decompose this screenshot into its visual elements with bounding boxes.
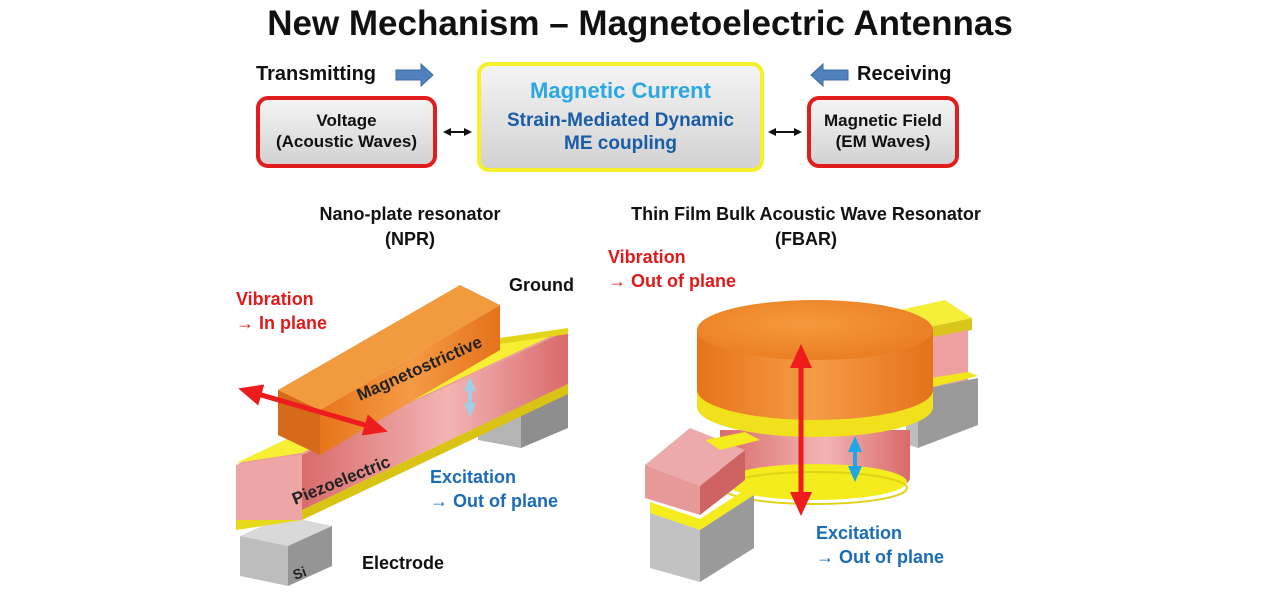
npr-excitation-label: Excitation → Out of plane xyxy=(430,466,558,514)
npr-vibration-label: Vibration → In plane xyxy=(236,288,327,336)
voltage-box: Voltage (Acoustic Waves) xyxy=(256,96,437,168)
npr-excitation-line2: → Out of plane xyxy=(430,490,558,511)
fbar-vibration-label: Vibration → Out of plane xyxy=(608,246,736,294)
npr-title-line2: (NPR) xyxy=(385,229,435,250)
voltage-box-line2: (Acoustic Waves) xyxy=(275,132,418,151)
electrode-label: Electrode xyxy=(362,553,445,573)
magnetic-field-box-line2: (EM Waves) xyxy=(835,132,931,151)
fbar-excitation-label: Excitation → Out of plane xyxy=(816,522,944,570)
magnetic-current-line1: Strain-Mediated Dynamic xyxy=(507,110,734,132)
transmitting-label: Transmitting xyxy=(256,63,377,85)
magnetic-field-box: Magnetic Field (EM Waves) xyxy=(807,96,959,168)
magnetic-current-line2: ME coupling xyxy=(564,133,677,155)
in-plane-vibration-arrow-icon xyxy=(238,384,388,436)
page-title: New Mechanism – Magnetoelectric Antennas xyxy=(267,4,1013,43)
fbar-title: Thin Film Bulk Acoustic Wave Resonator (… xyxy=(596,202,1016,252)
fbar-title-line2: (FBAR) xyxy=(775,229,837,250)
receiving-arrow-icon xyxy=(810,62,849,88)
magnetic-current-title: Magnetic Current xyxy=(530,78,711,104)
fbar-excitation-line1: Excitation xyxy=(816,523,903,543)
magnetic-current-box: Magnetic Current Strain-Mediated Dynamic… xyxy=(477,62,764,172)
transmitting-arrow-icon xyxy=(395,62,434,88)
receiving-label: Receiving xyxy=(857,63,952,85)
npr-vibration-line1: Vibration xyxy=(236,289,314,309)
npr-title-line1: Nano-plate resonator xyxy=(319,204,501,224)
ground-label: Ground xyxy=(509,275,574,295)
voltage-box-line1: Voltage xyxy=(316,111,377,131)
fbar-vibration-line1: Vibration xyxy=(608,247,686,267)
npr-title: Nano-plate resonator (NPR) xyxy=(300,202,520,252)
fbar-title-line1: Thin Film Bulk Acoustic Wave Resonator xyxy=(631,204,981,224)
magnetic-field-box-line1: Magnetic Field xyxy=(823,111,943,131)
npr-vibration-line2: → In plane xyxy=(236,312,328,333)
fbar-vibration-line2: → Out of plane xyxy=(608,270,736,291)
si-label: Si xyxy=(291,563,309,583)
fbar-device-illustration xyxy=(645,300,978,582)
fbar-excitation-line2: → Out of plane xyxy=(816,546,944,567)
npr-excitation-line1: Excitation xyxy=(430,467,517,487)
